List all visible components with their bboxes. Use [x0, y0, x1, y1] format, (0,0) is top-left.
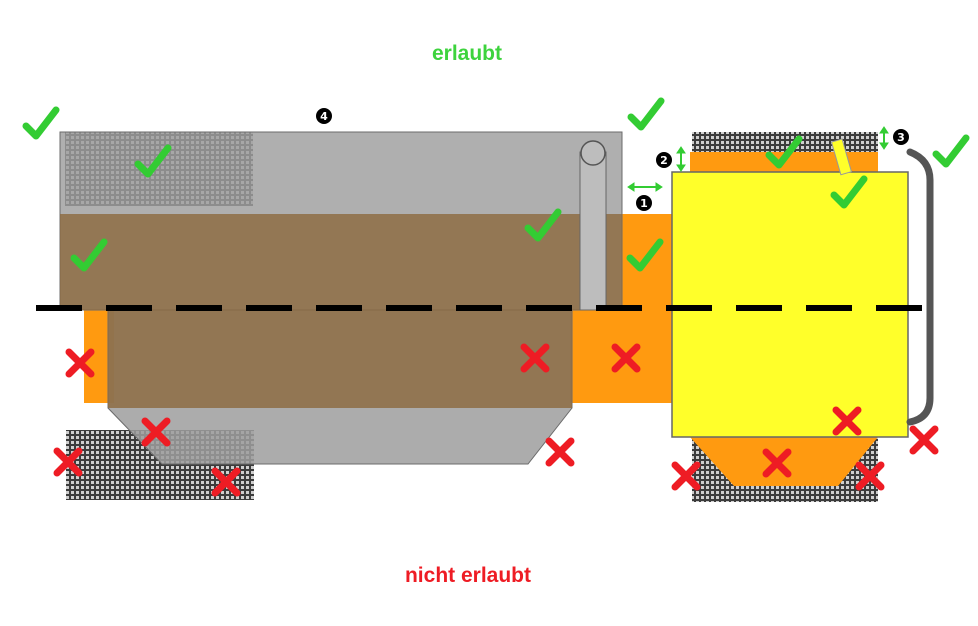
pipe-cap: [580, 140, 606, 166]
double-arrow-vertical-icon-2: [676, 146, 686, 172]
marker-2: 2: [656, 152, 672, 168]
svg-text:1: 1: [640, 197, 648, 210]
not-allowed-label: nicht erlaubt: [405, 564, 531, 587]
double-arrow-vertical-icon-3: [879, 126, 889, 150]
check-icon: [631, 101, 661, 127]
yellow-box: [671, 171, 909, 438]
allowed-label: erlaubt: [432, 42, 502, 65]
orange-bottom-hopper: [690, 437, 878, 486]
vertical-pipe: [579, 151, 607, 311]
yellow-lever: [830, 138, 853, 176]
svg-text:2: 2: [660, 154, 668, 167]
marker-4: 4: [316, 108, 332, 124]
cross-icon: [913, 429, 935, 451]
check-icon: [936, 138, 966, 164]
marker-1: 1: [636, 195, 652, 211]
svg-text:3: 3: [897, 131, 905, 144]
check-icon: [26, 110, 56, 136]
brown-overlay-lower: [108, 310, 572, 408]
hatched-area-top-right: [692, 132, 878, 154]
curved-handle: [906, 148, 934, 426]
double-arrow-horizontal-icon: [627, 182, 663, 192]
svg-text:4: 4: [320, 110, 328, 123]
marker-3: 3: [893, 129, 909, 145]
brown-overlay-upper: [60, 214, 622, 310]
cross-icon: [549, 441, 571, 463]
